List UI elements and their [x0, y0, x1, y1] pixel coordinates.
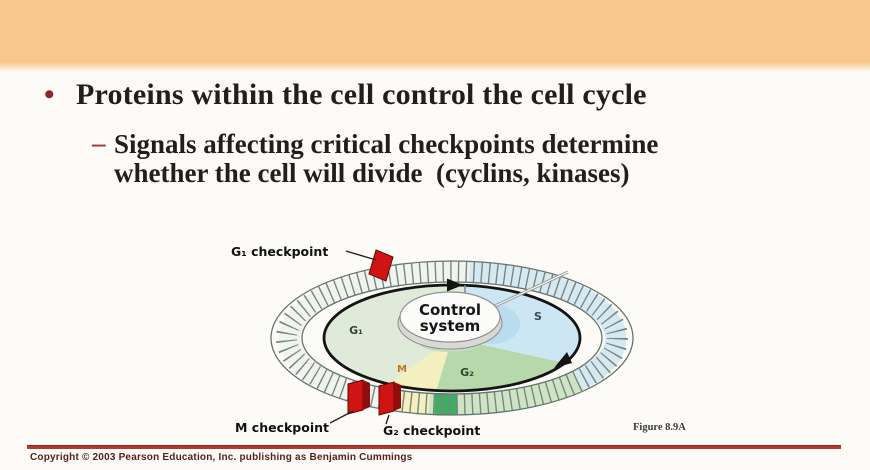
phase-label-m: M	[397, 364, 407, 375]
cycle-arrow-right-icon	[554, 352, 572, 368]
control-label-line1: Control	[419, 301, 481, 319]
bullet-marker: •	[44, 78, 55, 111]
m-checkpoint-block	[347, 379, 364, 415]
figure-caption: Figure 8.9A	[633, 422, 686, 433]
header-band	[0, 0, 870, 72]
sub-bullet-line2: whether the cell will divide (cyclins, k…	[114, 158, 630, 188]
ring-outer-outline	[270, 260, 634, 416]
g2-checkpoint-leader	[385, 414, 390, 425]
m-checkpoint-leader	[329, 410, 354, 424]
phase-sector-m	[388, 338, 452, 391]
cell-cycle-diagram: Control system G₁ S G₂ M	[230, 226, 670, 448]
cell-cycle-svg: Control system G₁ S G₂ M	[270, 249, 634, 425]
m-checkpoint-label: M checkpoint	[235, 420, 329, 435]
phase-label-s: S	[534, 310, 542, 323]
sub-bullet-marker: –	[92, 128, 106, 158]
copyright-text: Copyright © 2003 Pearson Education, Inc.…	[30, 452, 413, 463]
phase-label-g2: G₂	[460, 366, 474, 379]
g1-checkpoint-leader	[345, 250, 377, 261]
bullet-text: Proteins within the cell control the cel…	[76, 78, 647, 111]
footer-divider-line	[27, 445, 841, 449]
phase-label-g1: G₁	[349, 324, 363, 337]
g1-checkpoint-block	[368, 249, 394, 282]
g1-checkpoint-label: G₁ checkpoint	[231, 244, 329, 259]
control-pointer-highlight	[494, 271, 569, 307]
ring-tick-marks	[276, 261, 628, 415]
cycle-arrow-top-icon	[447, 278, 463, 292]
g2-checkpoint-label: G₂ checkpoint	[383, 423, 481, 438]
control-disc-top	[399, 291, 501, 343]
m-checkpoint-block-side	[363, 380, 370, 410]
control-label-line2: system	[420, 317, 481, 335]
sub-bullet-line1: Signals affecting critical checkpoints d…	[114, 129, 659, 159]
g2-checkpoint-block-side	[394, 382, 401, 411]
g2-checkpoint-block	[378, 381, 395, 416]
